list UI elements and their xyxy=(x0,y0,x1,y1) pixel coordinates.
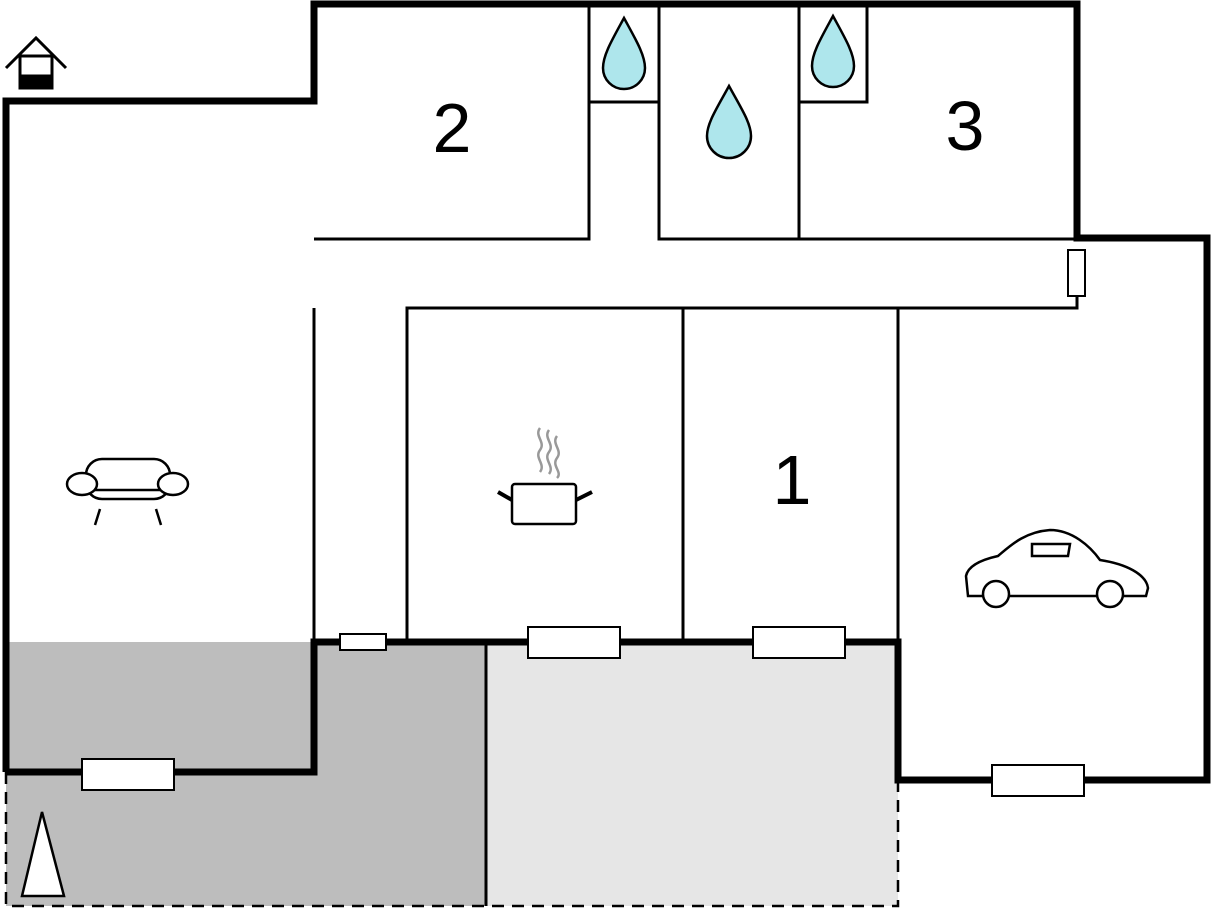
cooking-pot-icon xyxy=(497,427,593,526)
window xyxy=(991,764,1085,797)
window xyxy=(1067,249,1086,297)
house-icon xyxy=(4,35,68,90)
interior-walls xyxy=(312,2,1079,642)
room-label-3: 3 xyxy=(946,87,985,165)
water-drop-icon xyxy=(705,83,753,160)
room-label-2: 2 xyxy=(433,89,472,167)
water-drop-icon xyxy=(601,15,647,91)
window xyxy=(527,626,621,659)
window xyxy=(81,758,175,791)
terrace-dashed-boundary xyxy=(4,772,900,908)
water-drop-icon xyxy=(810,13,856,89)
window xyxy=(339,633,387,651)
window xyxy=(752,626,846,659)
car-icon xyxy=(964,528,1150,609)
north-arrow-icon xyxy=(20,811,66,898)
room-label-1: 1 xyxy=(773,441,812,519)
terrace-light-area xyxy=(486,642,898,906)
windows xyxy=(81,249,1086,797)
sofa-icon xyxy=(65,457,190,526)
